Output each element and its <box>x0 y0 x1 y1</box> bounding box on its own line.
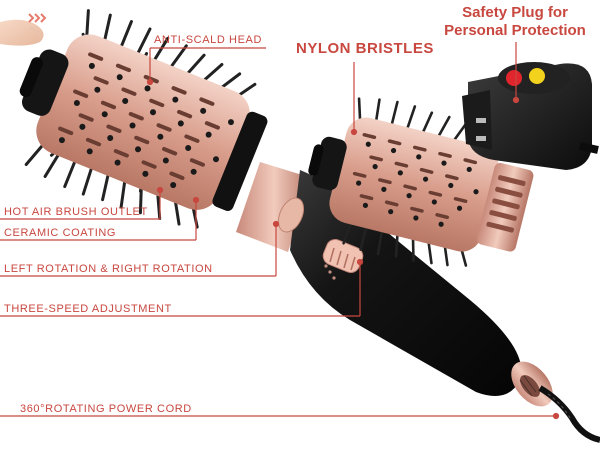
brush-handle <box>236 162 553 407</box>
label-rotation: LEFT ROTATION & RIGHT ROTATION <box>4 263 213 275</box>
brush-main <box>19 9 268 229</box>
finger-icon <box>0 19 44 46</box>
label-safety-plug-line2: Personal Protection <box>444 22 586 39</box>
brush-secondary <box>308 97 534 267</box>
label-safety-plug: Safety Plug for Personal Protection <box>430 4 600 40</box>
safety-plug <box>462 62 599 170</box>
callout-lines <box>0 42 560 420</box>
label-safety-plug-line1: Safety Plug for <box>462 4 568 21</box>
chevrons-icon <box>28 13 47 23</box>
label-power-cord: 360°ROTATING POWER CORD <box>20 403 192 415</box>
reset-button-red <box>506 70 522 86</box>
test-button-yellow <box>529 68 545 84</box>
label-hot-air-outlet: HOT AIR BRUSH OUTLET <box>4 206 148 218</box>
label-three-speed: THREE-SPEED ADJUSTMENT <box>4 303 172 315</box>
power-cord <box>538 385 600 443</box>
label-nylon-bristles: NYLON BRISTLES <box>296 40 434 57</box>
label-ceramic-coating: CERAMIC COATING <box>4 227 117 239</box>
label-anti-scald-head: ANTI-SCALD HEAD <box>154 34 263 46</box>
